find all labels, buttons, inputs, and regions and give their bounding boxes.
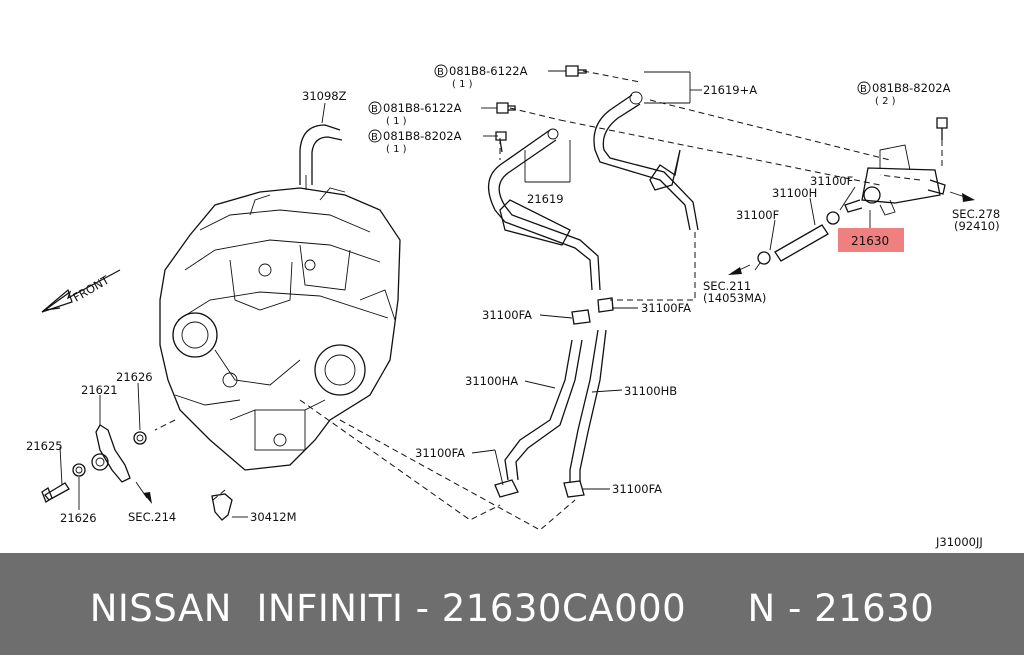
label-sec278: SEC.278	[952, 207, 1000, 221]
hose-31100h	[754, 211, 840, 271]
bolt-marker-3: B	[371, 132, 378, 143]
parts-diagram: FRONT B B B B 081B8-6122A ( 1 ) 081B8-61…	[26, 64, 1000, 549]
bracket-21621	[91, 424, 131, 483]
label-bolt-8202a-1-qty: ( 1 )	[386, 144, 407, 155]
label-21626-bottom: 21626	[60, 511, 97, 525]
dashed-leaders	[154, 70, 943, 531]
label-21630: 21630	[851, 234, 889, 248]
label-sec211: SEC.211	[703, 279, 751, 293]
hose-31100hb	[569, 329, 607, 482]
label-21619a: 21619+A	[703, 83, 757, 97]
bolt-marker-4: B	[860, 84, 867, 95]
washer-21626-b	[72, 463, 86, 477]
label-21621: 21621	[81, 383, 118, 397]
label-31100fa-4: 31100FA	[612, 482, 662, 496]
part-21630-highlight	[838, 228, 904, 252]
cooler-pipe-21619	[488, 128, 601, 291]
diagram-canvas: FRONT B B B B 081B8-6122A ( 1 ) 081B8-61…	[26, 64, 1000, 549]
bolt-marker-1: B	[437, 67, 444, 78]
label-31098z: 31098Z	[302, 89, 347, 103]
transmission-assembly	[159, 187, 401, 471]
oil-warmer-21630	[844, 144, 946, 216]
diagram-code: J31000JJ	[935, 535, 983, 549]
washer-21626-a	[133, 431, 147, 445]
label-bolt-6122a-1-qty: ( 1 )	[452, 79, 473, 90]
bracket-30412m	[211, 493, 233, 521]
front-direction-indicator: FRONT	[41, 269, 121, 313]
front-label: FRONT	[71, 272, 113, 304]
label-bolt-6122a-2-qty: ( 1 )	[386, 116, 407, 127]
label-31100fa-1: 31100FA	[482, 308, 532, 322]
label-31100ha: 31100HA	[465, 374, 518, 388]
part-labels: 081B8-6122A ( 1 ) 081B8-6122A ( 1 ) 081B…	[26, 64, 1000, 549]
clamps-31100fa	[494, 297, 614, 498]
hose-31098z	[299, 124, 343, 185]
label-bolt-6122a-1: 081B8-6122A	[449, 64, 528, 78]
bolt-callouts: B B B B	[368, 64, 948, 153]
hose-31100ha	[504, 339, 583, 481]
label-sec278-ref: (92410)	[954, 219, 1000, 233]
part-number-caption: NISSAN INFINITI - 21630CA000 N - 21630	[89, 587, 935, 630]
label-sec211-ref: (14053MA)	[703, 291, 766, 305]
label-31100f-right: 31100F	[810, 174, 853, 188]
bolt-marker-2: B	[371, 104, 378, 115]
label-bolt-8202a-2: 081B8-8202A	[872, 81, 951, 95]
bolt-21625	[41, 482, 70, 503]
label-30412m: 30412M	[250, 510, 297, 524]
label-bolt-6122a-2: 081B8-6122A	[383, 101, 462, 115]
caption-bar: NISSAN INFINITI - 21630CA000 N - 21630	[0, 553, 1024, 655]
label-31100h: 31100H	[772, 186, 817, 200]
label-21626-top: 21626	[116, 370, 153, 384]
label-31100fa-2: 31100FA	[641, 301, 691, 315]
label-31100fa-3: 31100FA	[415, 446, 465, 460]
arrows	[135, 191, 975, 504]
label-sec214: SEC.214	[128, 510, 176, 524]
label-bolt-8202a-2-qty: ( 2 )	[875, 96, 896, 107]
cooler-pipe-21619a	[593, 91, 699, 231]
label-31100hb: 31100HB	[624, 384, 677, 398]
label-bolt-8202a-1: 081B8-8202A	[383, 129, 462, 143]
label-31100f-left: 31100F	[736, 208, 779, 222]
label-21625: 21625	[26, 439, 63, 453]
label-21619: 21619	[527, 192, 564, 206]
